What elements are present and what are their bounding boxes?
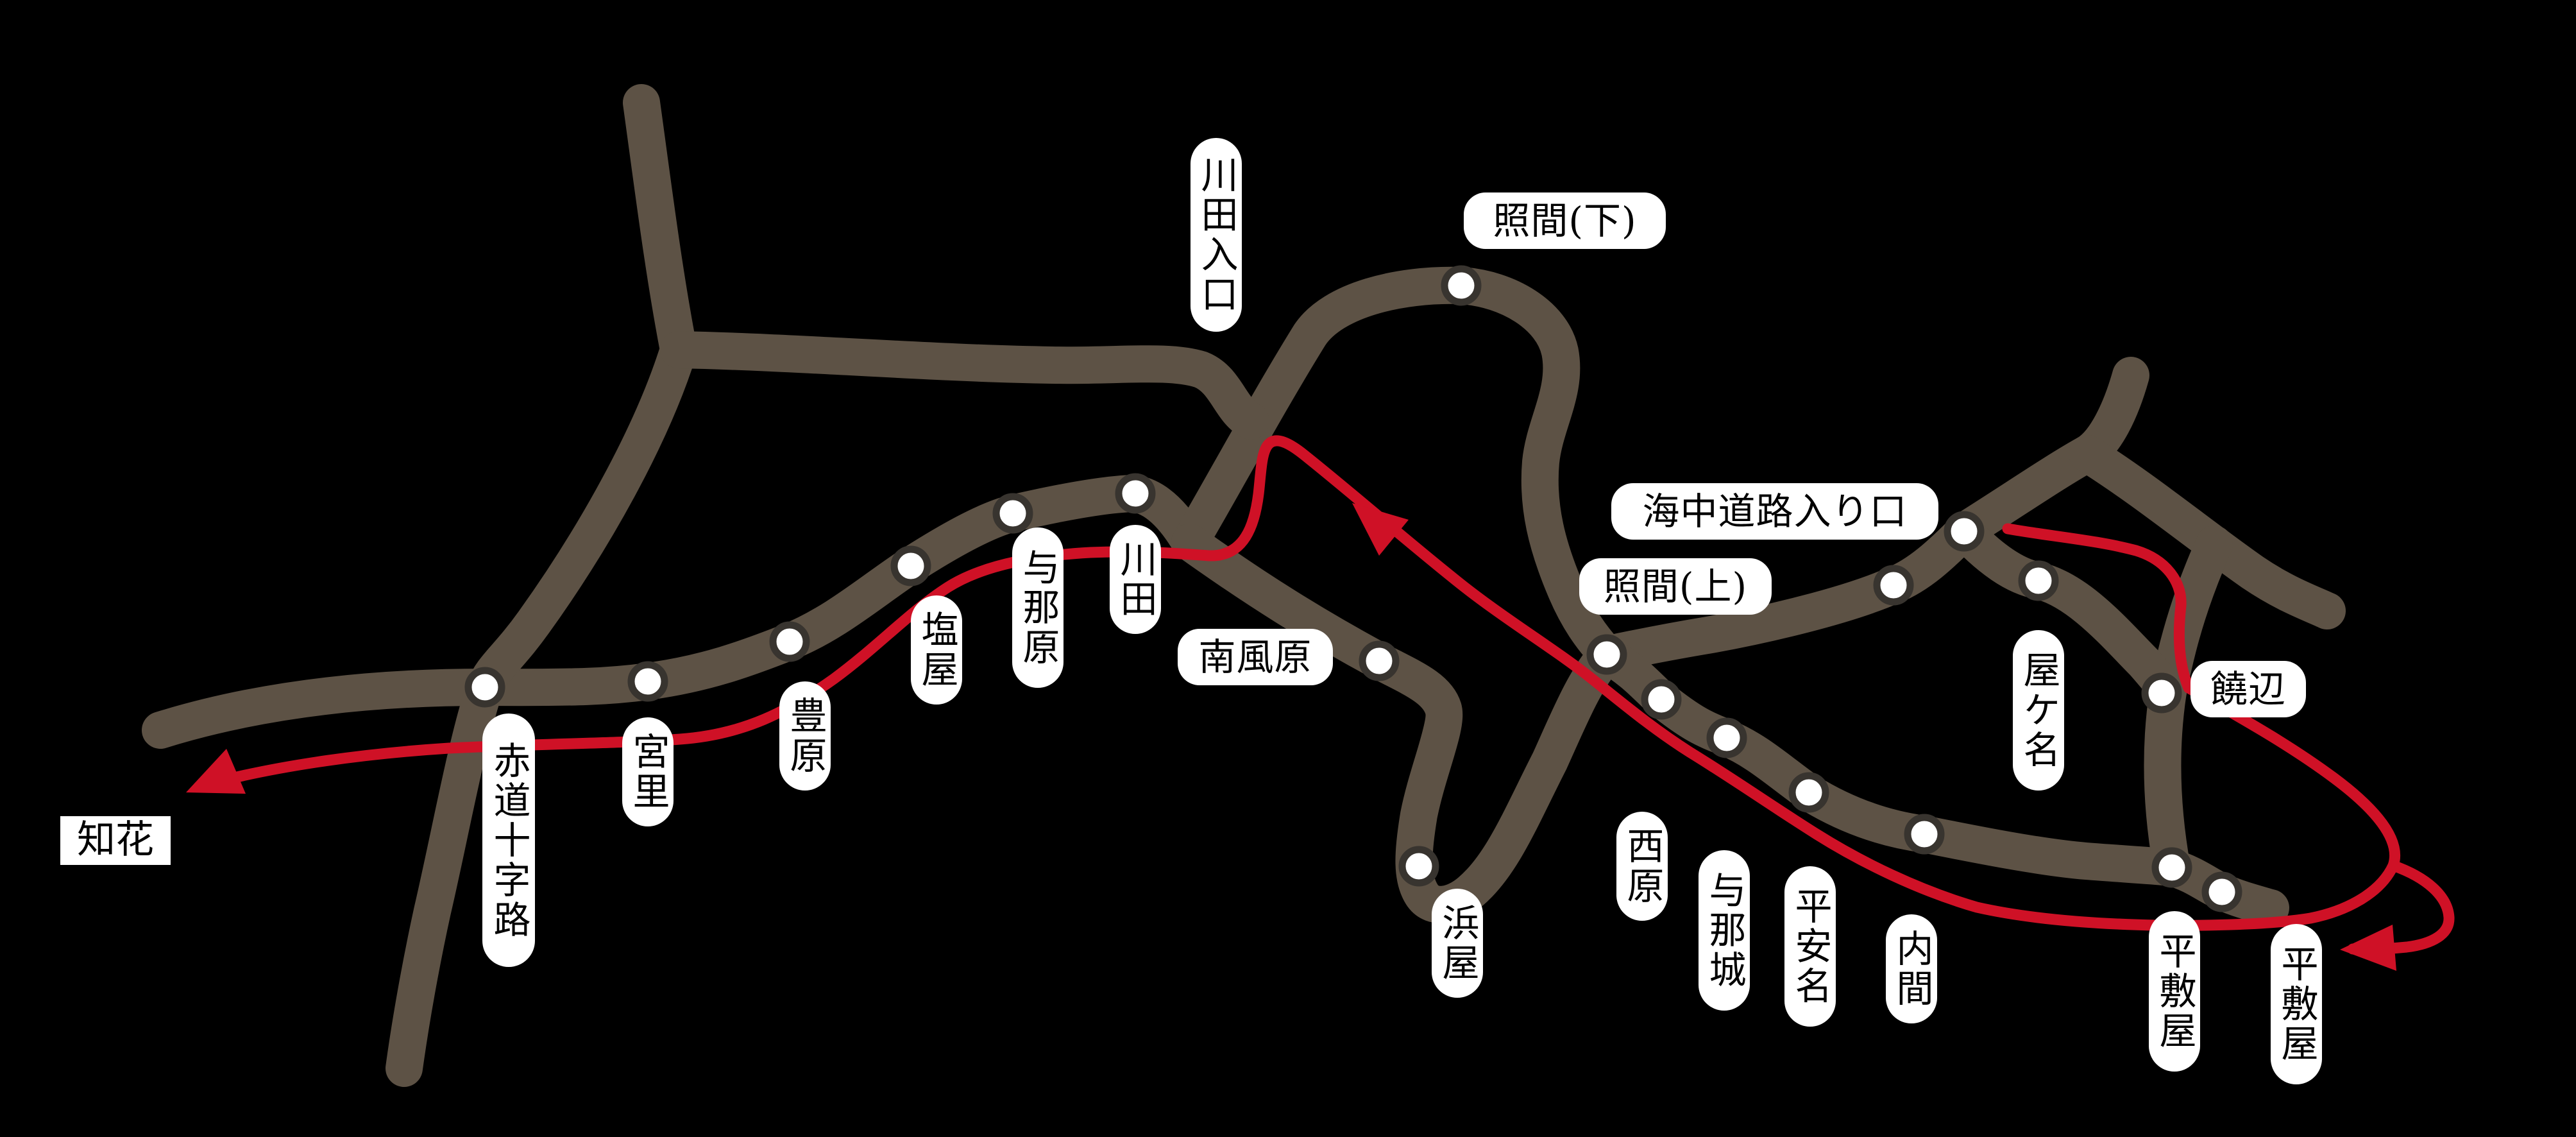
stop-circle-1 xyxy=(627,661,668,702)
loop-left-road xyxy=(1171,266,1480,561)
stop-circle-7 xyxy=(1441,265,1482,306)
stop-label-15: 内間 xyxy=(1886,914,1937,1023)
stop-label-13: 与那城 xyxy=(1699,850,1750,1011)
stop-circle-8 xyxy=(1359,640,1400,681)
stop-label-1: 宮里 xyxy=(622,717,674,826)
stop-circle-10 xyxy=(1873,565,1914,606)
stop-circle-11 xyxy=(1586,634,1627,675)
stop-label-9: 浜屋 xyxy=(1432,889,1483,998)
northwest-connector-road xyxy=(660,331,1269,440)
stop-label-16: 海中道路入り口 xyxy=(1611,483,1938,540)
route-arrow-middle-icon xyxy=(1352,503,1409,556)
stop-circle-17 xyxy=(2018,560,2059,601)
stop-label-8: 南風原 xyxy=(1178,629,1333,685)
stop-circle-2 xyxy=(769,621,810,662)
northeast-stub-road xyxy=(2069,435,2346,629)
stop-label-10: 照間(上) xyxy=(1579,558,1772,615)
kaichu-doro-west-road xyxy=(1588,513,1983,673)
stop-label-4: 与那原 xyxy=(1012,527,1063,688)
stop-label-14: 平安名 xyxy=(1784,866,1836,1027)
route-arrow-henshikiya-icon xyxy=(2340,925,2396,971)
haebaru-hamaya-loop-road xyxy=(1171,524,1625,923)
route-line-main xyxy=(193,435,2401,931)
stop-circle-5 xyxy=(1115,473,1156,514)
stop-label-18: 饒辺 xyxy=(2190,661,2306,717)
stop-circle-16 xyxy=(1944,511,1985,552)
stop-label-0: 赤道十字路 xyxy=(482,714,535,967)
stop-circle-3 xyxy=(890,545,931,586)
stop-circle-18 xyxy=(2141,672,2182,714)
stop-circle-15 xyxy=(1904,814,1945,855)
stop-circle-19 xyxy=(2151,847,2192,888)
stop-circle-9 xyxy=(1398,846,1439,887)
stop-circle-14 xyxy=(1788,772,1829,813)
route-arrow-chibana-icon xyxy=(186,749,246,794)
stop-label-7: 照間(下) xyxy=(1464,192,1666,249)
destination-label-0: 知花 xyxy=(60,816,171,865)
stop-label-19: 平敷屋 xyxy=(2149,911,2200,1072)
loop-right-road xyxy=(1443,267,1625,673)
stop-circle-13 xyxy=(1706,717,1747,758)
stop-circle-4 xyxy=(992,493,1033,534)
yakena-road xyxy=(1945,513,2187,710)
akamichi-north-south-road xyxy=(386,84,697,1087)
stop-label-12: 西原 xyxy=(1616,812,1668,921)
stop-circle-0 xyxy=(464,667,505,708)
stop-circle-20 xyxy=(2201,871,2242,912)
stop-label-3: 塩屋 xyxy=(911,595,962,705)
stop-label-20: 平敷屋 xyxy=(2271,924,2322,1084)
stop-label-17: 屋ケ名 xyxy=(2013,630,2064,791)
stop-label-5: 川田 xyxy=(1110,525,1161,634)
stop-label-6: 川田入口 xyxy=(1191,138,1242,332)
stop-circle-12 xyxy=(1641,679,1682,720)
stop-label-2: 豊原 xyxy=(779,681,831,791)
